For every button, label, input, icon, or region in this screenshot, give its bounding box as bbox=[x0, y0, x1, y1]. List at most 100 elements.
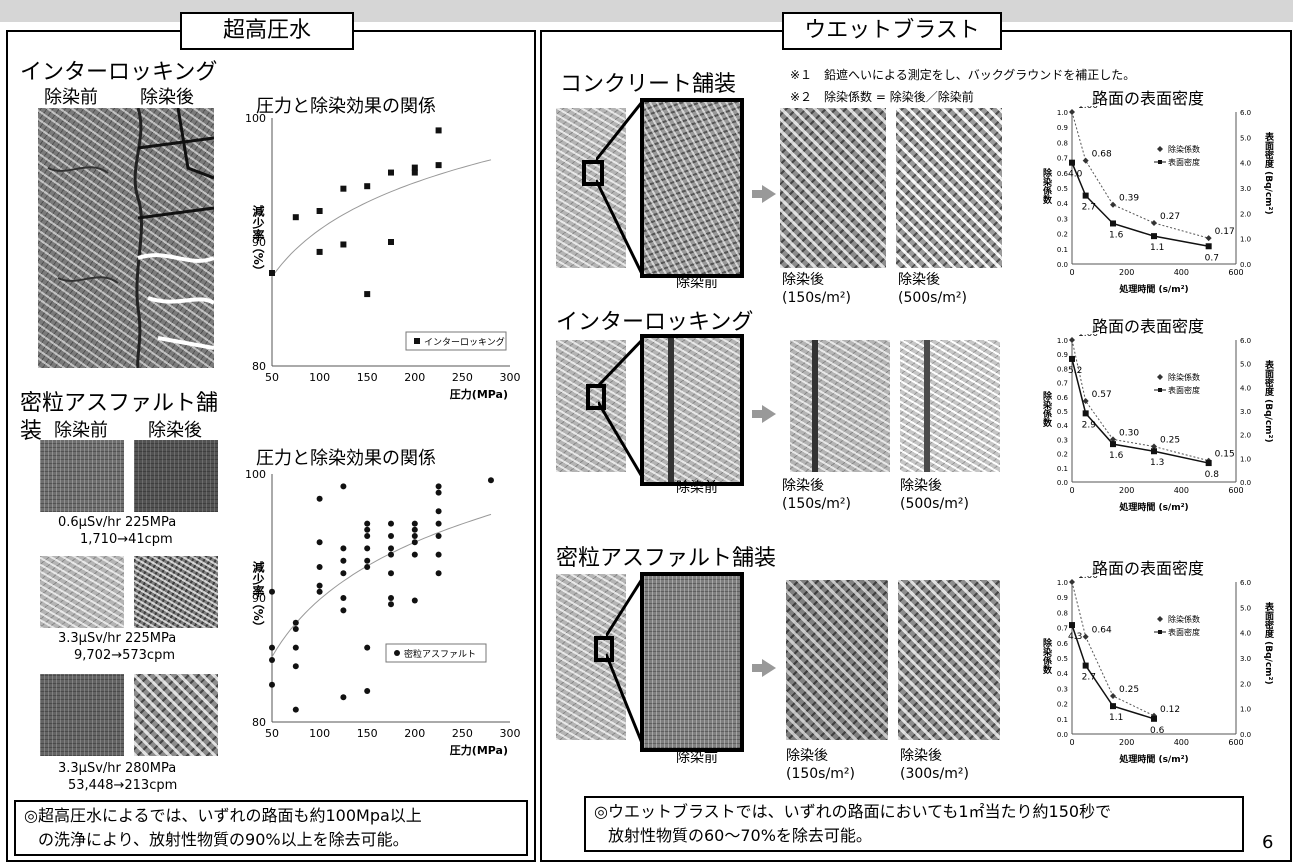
concrete-cap-mid1: 除染後 bbox=[782, 272, 824, 288]
x-tick-label: 200 bbox=[404, 371, 425, 384]
data-label-density: 1.3 bbox=[1150, 458, 1164, 468]
data-point bbox=[316, 208, 323, 214]
data-point bbox=[364, 545, 371, 552]
right-tick-label: 0.0 bbox=[1240, 261, 1251, 269]
y-axis-label: 減少率（%） bbox=[251, 559, 265, 632]
asphalt-heading-wrap: 装 bbox=[20, 419, 43, 444]
data-point bbox=[411, 597, 418, 604]
x-tick-label: 0 bbox=[1069, 486, 1074, 495]
data-point bbox=[340, 694, 347, 701]
left-tick-label: 0.2 bbox=[1057, 701, 1068, 709]
interlocking-zoom-marker bbox=[586, 384, 606, 410]
data-point bbox=[364, 557, 371, 564]
data-point-density bbox=[1205, 243, 1212, 250]
legend-label-density: 表面密度 bbox=[1168, 157, 1200, 167]
data-point bbox=[292, 626, 299, 632]
left-tick-label: 0.3 bbox=[1057, 436, 1068, 444]
right-footer-line1: ◎ウエットブラストでは、いずれの路面においても1㎡当たり約150秒で bbox=[594, 802, 1112, 821]
right-y-axis-label: 表面密度 (Bq/cm²) bbox=[1263, 601, 1275, 685]
data-point bbox=[435, 551, 442, 558]
zoom-lines-1 bbox=[596, 101, 644, 275]
series-line-factor bbox=[1071, 339, 1209, 462]
left-tick-label: 0.5 bbox=[1057, 655, 1068, 663]
left-tick-label: 0.7 bbox=[1057, 380, 1068, 388]
left-tick-label: 0.0 bbox=[1057, 479, 1068, 487]
left-tick-label: 0.7 bbox=[1057, 155, 1068, 163]
interlocking-heading: インターロッキング bbox=[20, 60, 218, 85]
data-label-density: 2.7 bbox=[1082, 673, 1096, 683]
concrete-cap-before: 除染前 bbox=[676, 275, 718, 291]
asphalt-sample-1-cap1: 0.6μSv/hr 225MPa bbox=[58, 515, 177, 530]
data-label-factor: 0.39 bbox=[1119, 194, 1139, 204]
joint-line bbox=[924, 340, 930, 472]
data-point bbox=[340, 570, 347, 577]
left-tick-label: 0.5 bbox=[1057, 408, 1068, 416]
legend-label-factor: 除染係数 bbox=[1168, 614, 1200, 624]
legend-marker-density bbox=[1158, 160, 1162, 164]
data-point bbox=[388, 595, 394, 601]
arrow-stem-1 bbox=[752, 190, 762, 198]
page-number: 6 bbox=[1262, 832, 1274, 853]
data-point bbox=[269, 681, 275, 688]
asphalt-heading: 密粒アスファルト舗 bbox=[20, 391, 219, 416]
legend-marker-factor bbox=[1157, 616, 1163, 622]
data-label-density: 5.2 bbox=[1068, 366, 1082, 376]
data-point bbox=[388, 520, 394, 527]
data-label-density: 2.7 bbox=[1082, 203, 1096, 213]
data-point-density bbox=[1151, 715, 1157, 722]
legend-marker bbox=[394, 650, 400, 656]
interlocking-photo bbox=[38, 108, 214, 368]
data-point bbox=[340, 557, 347, 564]
left-footer-note: ◎超高圧水によるでは、いずれの路面も約100Mpa以上 の洗浄により、放射性物質… bbox=[14, 800, 528, 856]
left-tick-label: 1.0 bbox=[1057, 109, 1068, 117]
asphalt-sample-3-before bbox=[40, 674, 124, 756]
left-tick-label: 0.0 bbox=[1057, 731, 1068, 739]
y-tick-label: 90 bbox=[252, 592, 266, 605]
asphalt-cap-mid1: 除染後 bbox=[786, 748, 828, 764]
left-tick-label: 0.6 bbox=[1057, 394, 1069, 402]
right-tick-label: 5.0 bbox=[1240, 361, 1251, 369]
left-tick-label: 0.9 bbox=[1057, 351, 1068, 359]
data-point bbox=[388, 551, 394, 558]
asphalt-after-label: 除染後 bbox=[148, 420, 202, 441]
data-point bbox=[388, 239, 394, 245]
data-label-density: 4.3 bbox=[1068, 632, 1082, 642]
right-tick-label: 2.0 bbox=[1240, 680, 1251, 688]
interlocking-cap-right2: (500s/m²) bbox=[900, 496, 969, 512]
data-point bbox=[411, 551, 418, 558]
trend-line bbox=[271, 159, 492, 278]
right-tick-label: 1.0 bbox=[1240, 706, 1251, 714]
data-point bbox=[435, 570, 442, 577]
legend-label: インターロッキング bbox=[424, 336, 505, 348]
data-point bbox=[388, 601, 394, 608]
data-point bbox=[269, 270, 275, 276]
asphalt-cap-right2: (300s/m²) bbox=[900, 766, 969, 782]
legend-marker-density bbox=[1158, 388, 1162, 392]
left-tick-label: 0.7 bbox=[1057, 625, 1068, 633]
right-tick-label: 3.0 bbox=[1240, 655, 1251, 663]
concrete-after-150 bbox=[780, 108, 886, 268]
x-tick-label: 50 bbox=[265, 727, 279, 740]
left-tick-label: 1.0 bbox=[1057, 579, 1068, 587]
data-point bbox=[269, 644, 275, 651]
asphalt-sample-1-before bbox=[40, 440, 124, 512]
data-point bbox=[435, 489, 442, 496]
data-point bbox=[411, 526, 418, 533]
right-tick-label: 0.0 bbox=[1240, 479, 1251, 487]
data-point-factor bbox=[1082, 633, 1089, 640]
y-tick-label: 90 bbox=[252, 236, 266, 249]
left-tick-label: 0.6 bbox=[1057, 170, 1069, 178]
data-point bbox=[487, 477, 494, 484]
legend-marker-factor bbox=[1157, 146, 1163, 152]
data-label-factor: 0.57 bbox=[1092, 390, 1112, 400]
data-point bbox=[435, 508, 442, 515]
asphalt-sample-3-cap2: 53,448→213cpm bbox=[68, 778, 178, 793]
asphalt-sample-1-after bbox=[134, 440, 218, 512]
data-label-factor: 0.25 bbox=[1160, 436, 1180, 446]
trend-line bbox=[271, 513, 492, 658]
series-line-density bbox=[1071, 624, 1155, 720]
left-tick-label: 0.8 bbox=[1057, 365, 1068, 373]
data-label-factor: 1.00 bbox=[1078, 334, 1098, 339]
concrete-before-closeup bbox=[640, 98, 744, 278]
